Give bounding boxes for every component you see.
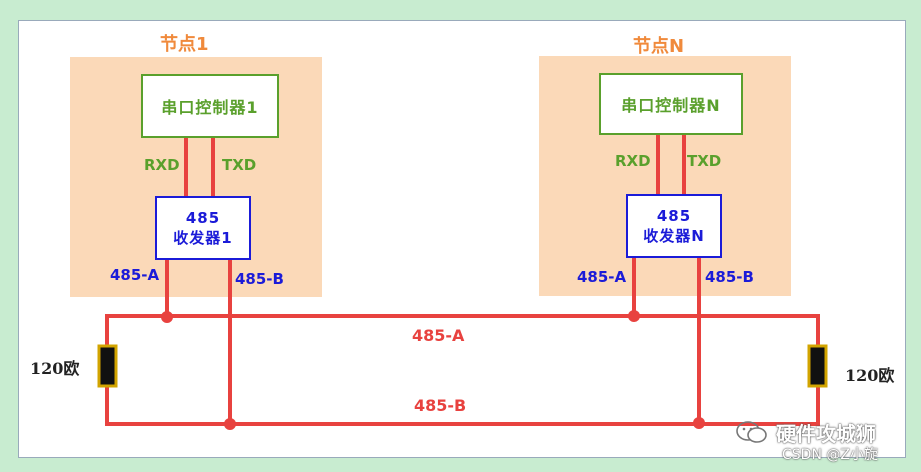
wechat-icon (736, 421, 767, 443)
node1-title: 节点1 (160, 34, 209, 55)
junction-dot (693, 417, 705, 429)
junction-dot (628, 310, 640, 322)
bus-a-label: 485-A (412, 326, 465, 345)
node1-b-label: 485-B (235, 270, 284, 288)
bus-b-label: 485-B (414, 396, 467, 415)
node1-transceiver: 485 收发器1 (155, 196, 251, 260)
bus-a-line (105, 314, 820, 346)
node1-txd-label: TXD (222, 156, 257, 174)
wechat-logo (735, 420, 769, 444)
bus-b-line (105, 386, 820, 426)
nodeN-rxd-label: RXD (615, 152, 651, 170)
node1-rxd-label: RXD (144, 156, 180, 174)
nodeN-transceiver: 485 收发器N (626, 194, 722, 258)
right-resistor (807, 344, 828, 388)
nodeN-txd-label: TXD (687, 152, 722, 170)
nodeN-transceiver-name: 收发器N (643, 227, 705, 245)
node1-transceiver-model: 485 (185, 209, 221, 227)
nodeN-b-label: 485-B (705, 268, 754, 286)
junction-dot (161, 311, 173, 323)
nodeN-a-label: 485-A (577, 268, 627, 286)
left-resistor (97, 344, 118, 388)
node1-transceiver-name: 收发器1 (173, 229, 233, 247)
watermark-title: 硬件攻城狮 (776, 422, 876, 446)
right-resistor-label: 120欧 (845, 366, 895, 385)
left-resistor-label: 120欧 (30, 359, 80, 378)
junction-dot (224, 418, 236, 430)
nodeN-transceiver-model: 485 (656, 207, 692, 225)
node1-a-label: 485-A (110, 266, 160, 284)
watermark-csdn: CSDN @Z小旋 (782, 447, 878, 463)
nodeN-controller: 串口控制器N (599, 73, 743, 135)
nodeN-title: 节点N (633, 36, 685, 57)
node1-controller: 串口控制器1 (141, 74, 279, 138)
